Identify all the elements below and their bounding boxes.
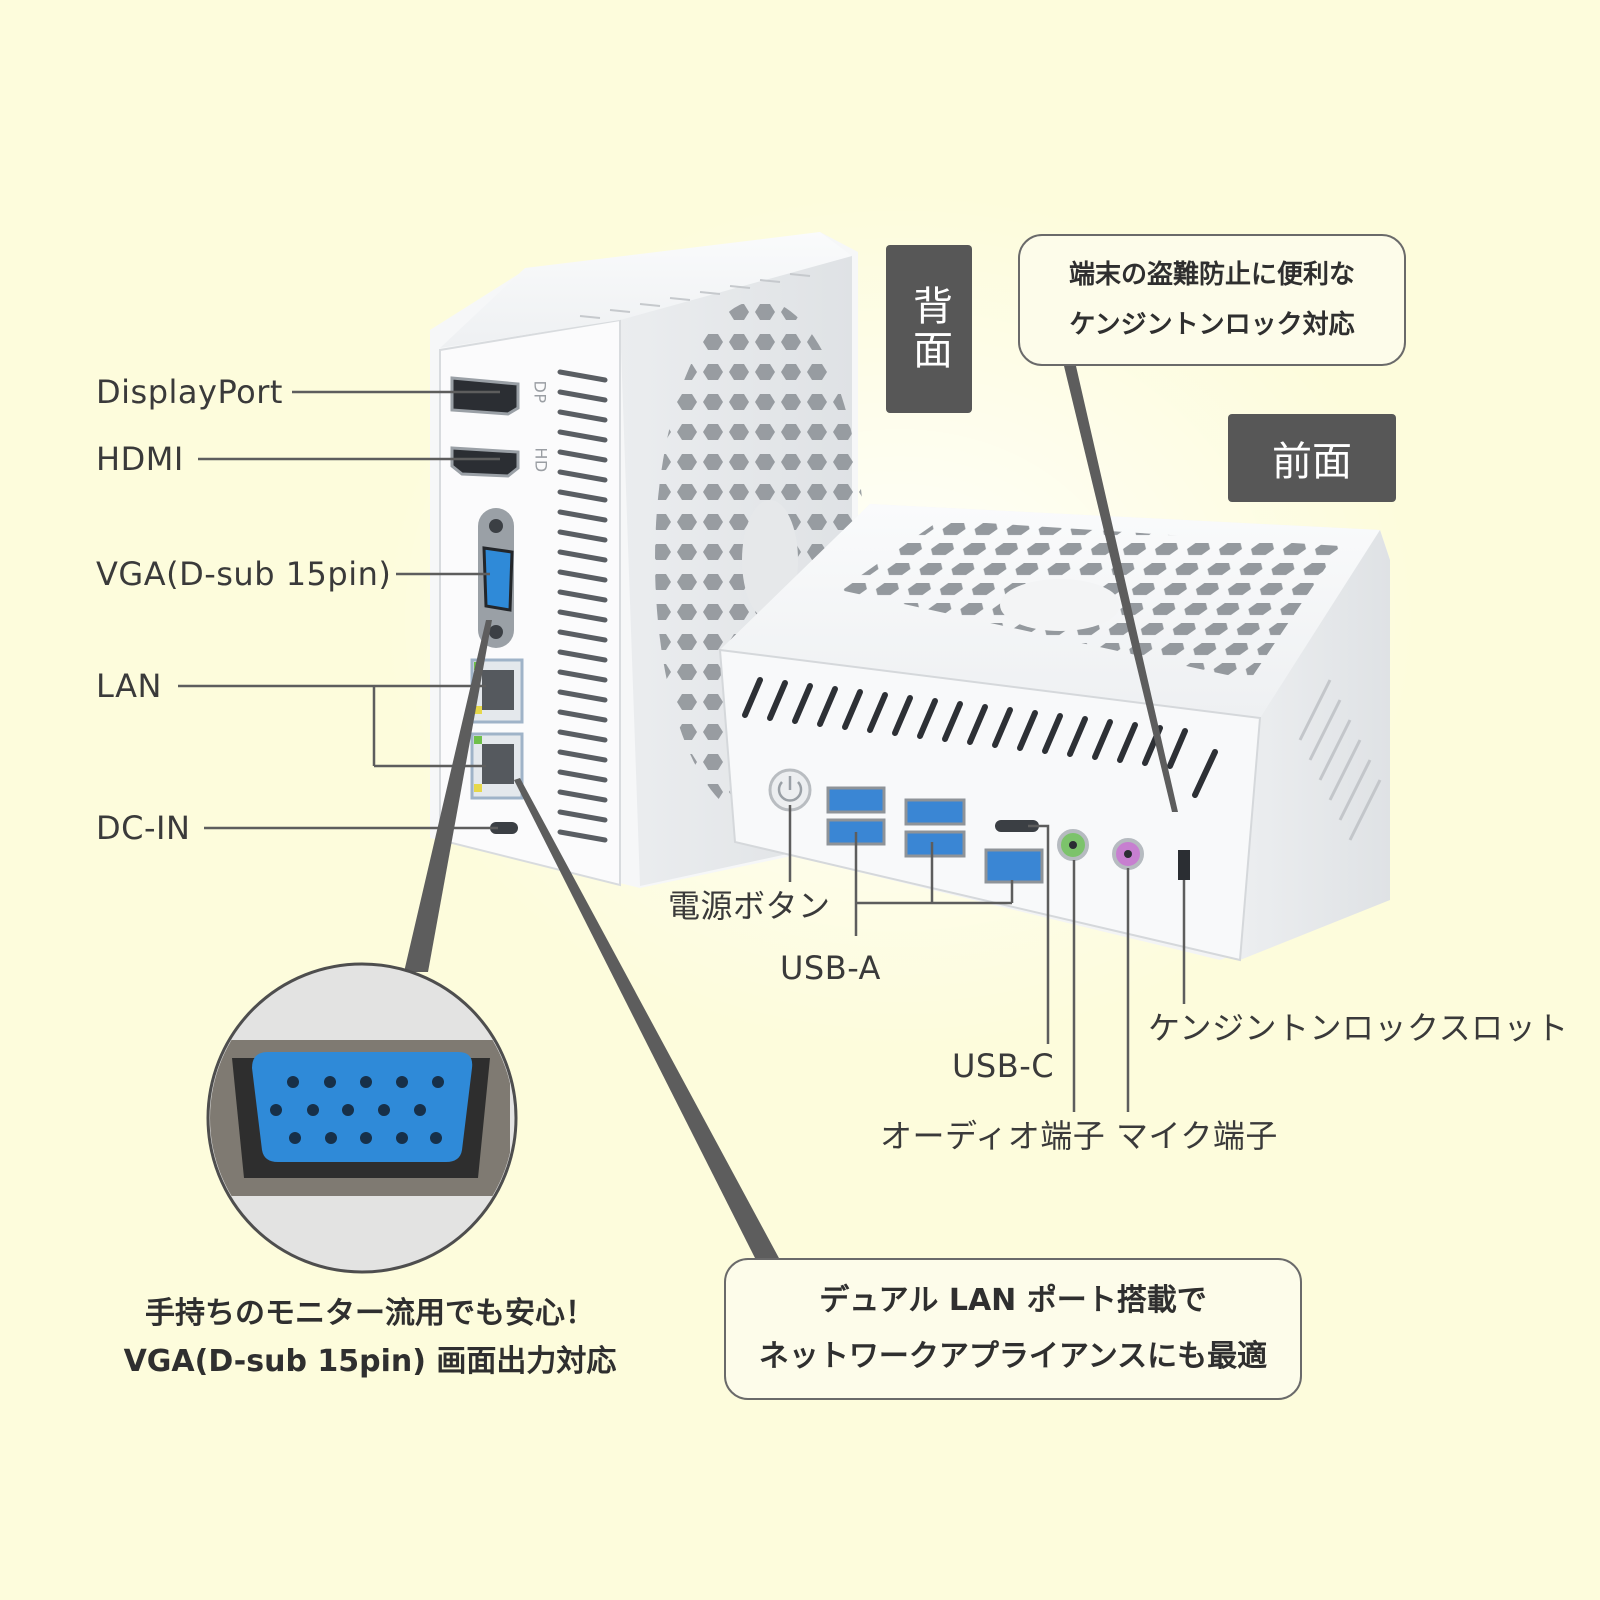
dual-lan-callout-line-1: デュアル LAN ポート搭載で [819, 1283, 1207, 1318]
vga-caption-line-2: VGA(D-sub 15pin) 画面出力対応 [123, 1344, 617, 1379]
kensington-slot [1178, 850, 1190, 880]
label-mic-jack: マイク端子 [1116, 1117, 1278, 1155]
kensington-callout-line-2: ケンジントンロック対応 [1069, 310, 1355, 340]
label-lan: LAN [96, 667, 162, 705]
dual-lan-callout: デュアル LAN ポート搭載で ネットワークアプライアンスにも最適 [724, 1258, 1302, 1400]
back-badge: 背面 [886, 245, 972, 413]
vga-caption-line-1: 手持ちのモニター流用でも安心！ [145, 1296, 595, 1331]
label-displayport: DisplayPort [96, 373, 283, 411]
vga-zoom-view [206, 962, 518, 1274]
vga-caption: 手持ちのモニター流用でも安心！ VGA(D-sub 15pin) 画面出力対応 [60, 1290, 680, 1386]
usb-c-port [995, 820, 1039, 832]
hdmi-port [450, 446, 520, 478]
vga-port [478, 508, 514, 648]
kensington-callout-line-1: 端末の盗難防止に便利な [1068, 260, 1355, 290]
leader-lines [178, 390, 1186, 1112]
label-vga: VGA(D-sub 15pin) [96, 555, 392, 593]
label-audio-jack: オーディオ端子 [880, 1117, 1106, 1155]
hd-mark: HD [531, 447, 551, 473]
displayport-port [450, 376, 520, 416]
dc-in-port [490, 822, 518, 834]
callout-pointers [404, 366, 1178, 1260]
front-unit [718, 504, 1390, 962]
dual-lan-callout-line-2: ネットワークアプライアンスにも最適 [758, 1339, 1268, 1374]
label-power-button: 電源ボタン [668, 887, 831, 925]
dp-mark: DP [530, 380, 550, 404]
kensington-callout: 端末の盗難防止に便利な ケンジントンロック対応 [1018, 234, 1406, 366]
label-usb-a: USB-A [780, 949, 881, 987]
power-button-graphic [768, 768, 812, 812]
label-dc-in: DC-IN [96, 809, 191, 847]
front-badge: 前面 [1228, 414, 1396, 502]
label-hdmi: HDMI [96, 440, 184, 478]
label-usb-c: USB-C [952, 1047, 1055, 1085]
label-kensington-slot: ケンジントンロックスロット [1148, 1009, 1569, 1047]
